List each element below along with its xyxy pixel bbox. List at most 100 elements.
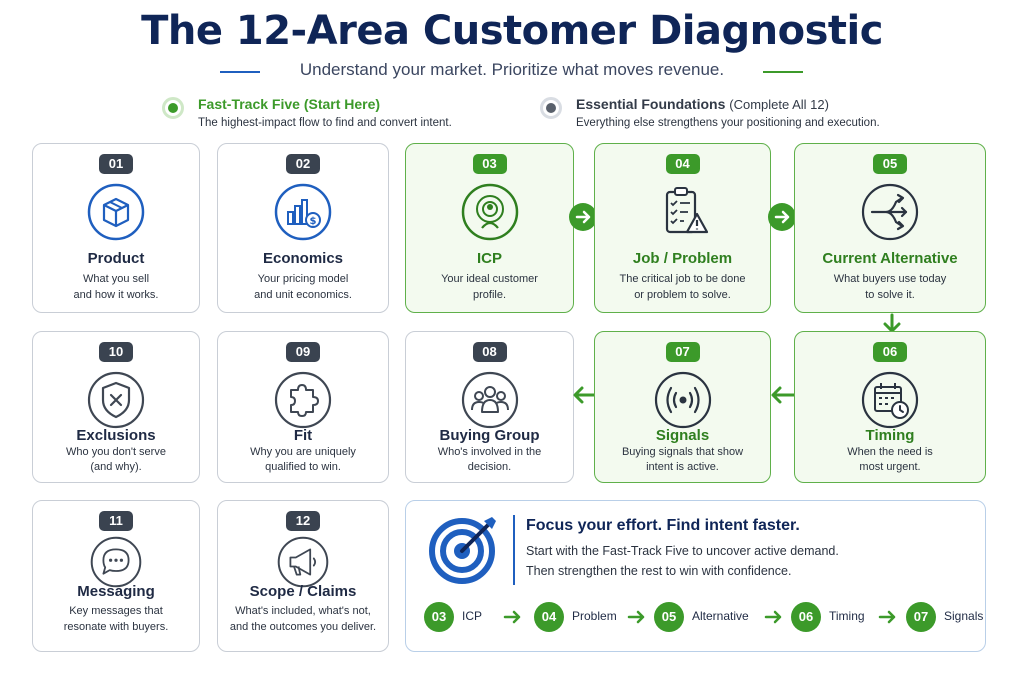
- flow-step-number: 03: [424, 602, 454, 632]
- card-number-badge: 11: [99, 511, 133, 531]
- card-signals[interactable]: 07 Signals Buying signals that show inte…: [594, 331, 771, 483]
- fast-track-flow: 03 ICP 04 Problem 05 Alternative 06 Timi…: [424, 601, 984, 633]
- card-description-line-2: decision.: [467, 461, 512, 473]
- legend-foundations-title-main: Essential Foundations: [576, 96, 726, 112]
- card-description-line-1: What you sell: [82, 273, 150, 285]
- card-number-badge: 08: [472, 342, 507, 362]
- card-description-line-1: Your pricing model: [257, 273, 349, 285]
- card-exclusions[interactable]: 10 Exclusions Who you don't serve (and w…: [32, 331, 200, 483]
- card-number-badge: 10: [99, 342, 133, 362]
- subtitle: Understand your market. Prioritize what …: [299, 60, 725, 79]
- bullseye-target-icon: [429, 517, 496, 584]
- card-description-line-2: profile.: [472, 289, 507, 301]
- flow-step-number: 05: [654, 602, 684, 632]
- card-job-problem[interactable]: 04 Job / Problem The critical job to be …: [594, 143, 771, 313]
- card-current-alternative[interactable]: 05 Current Alternative What buyers use t…: [794, 143, 986, 313]
- card-description-line-1: Why you are uniquely: [250, 446, 356, 458]
- card-description-line-1: The critical job to be done: [619, 273, 746, 285]
- card-title: ICP: [476, 250, 502, 267]
- flow-arrow-left-icon: [771, 386, 796, 404]
- card-timing[interactable]: 06 Timing When the need is most urgent.: [794, 331, 986, 483]
- card-description-line-2: most urgent.: [859, 461, 921, 473]
- foundations-dot-icon: [540, 97, 562, 119]
- fast-track-dot-icon: [162, 97, 184, 119]
- card-description-line-2: (and why).: [90, 461, 142, 473]
- card-description-line-1: When the need is: [847, 446, 933, 458]
- card-number-badge: 12: [286, 511, 320, 531]
- card-description-line-2: or problem to solve.: [634, 289, 731, 301]
- flow-step-label: Problem: [572, 609, 617, 623]
- group-icon: [461, 371, 518, 429]
- card-description-line-2: qualified to win.: [265, 461, 341, 473]
- box-icon: [87, 183, 145, 241]
- target-person-icon: [461, 183, 518, 241]
- focus-title: Focus your effort. Find intent faster.: [526, 517, 800, 534]
- svg-text:$: $: [310, 216, 317, 227]
- calendar-clock-icon: [861, 371, 919, 429]
- page-title: The 12-Area Customer Diagnostic: [141, 8, 883, 54]
- clipboard-warning-icon: [665, 187, 708, 234]
- split-arrows-icon: [861, 183, 919, 241]
- subtitle-row: Understand your market. Prioritize what …: [0, 60, 1024, 84]
- card-description-line-1: Key messages that: [69, 605, 163, 617]
- flow-step-label: Alternative: [692, 609, 749, 623]
- card-number-badge: 09: [286, 342, 320, 362]
- card-description-line-1: What's included, what's not,: [235, 605, 371, 617]
- card-messaging[interactable]: 11 Messaging Key messages that resonate …: [32, 500, 200, 652]
- card-description-line-2: and the outcomes you deliver.: [229, 621, 377, 633]
- card-description-line-1: What buyers use today: [833, 273, 947, 285]
- card-economics[interactable]: 02 $ Economics Your pricing model and un…: [217, 143, 389, 313]
- legend-foundations-title-note: (Complete All 12): [729, 97, 829, 112]
- flow-step-label: Signals: [944, 609, 984, 623]
- card-title: Messaging: [77, 583, 155, 600]
- flow-step-number: 04: [534, 602, 564, 632]
- flow-step-label: Timing: [829, 609, 865, 623]
- card-title: Economics: [262, 250, 344, 267]
- flow-arrow-right-icon: [627, 610, 645, 624]
- card-description-line-2: and how it works.: [73, 289, 159, 301]
- card-title: Product: [87, 250, 145, 267]
- card-number-badge: 01: [99, 154, 133, 174]
- legend-fast-track-desc: The highest-impact flow to find and conv…: [198, 117, 452, 129]
- bar-chart-dollar-icon: $: [274, 183, 332, 241]
- card-description-line-1: Who's involved in the: [437, 446, 542, 458]
- flow-arrow-right-icon: [764, 610, 782, 624]
- card-title: Exclusions: [76, 427, 156, 444]
- puzzle-icon: [274, 371, 332, 429]
- card-number-badge: 06: [873, 342, 907, 362]
- card-number-badge: 07: [665, 342, 700, 362]
- card-number-badge: 03: [472, 154, 507, 174]
- card-title: Timing: [865, 427, 915, 444]
- flow-arrow-left-icon: [573, 386, 596, 404]
- flow-arrow-right-icon: [878, 610, 896, 624]
- legend-foundations-desc: Everything else strengthens your positio…: [576, 117, 880, 129]
- card-product[interactable]: 01 Product What you sell and how it work…: [32, 143, 200, 313]
- card-icp[interactable]: 03 ICP Your ideal customer profile.: [405, 143, 574, 313]
- legend-foundations-title: Essential Foundations (Complete All 12): [576, 96, 829, 112]
- flow-step-number: 07: [906, 602, 936, 632]
- card-description-line-1: Buying signals that show: [621, 446, 744, 458]
- flow-step-label: ICP: [462, 609, 483, 623]
- focus-line-2: Then strengthen the rest to win with con…: [526, 564, 792, 578]
- card-description-line-2: and unit economics.: [254, 289, 352, 301]
- card-scope-claims[interactable]: 12 Scope / Claims What's included, what'…: [217, 500, 389, 652]
- flow-arrow-right-icon: [768, 203, 796, 231]
- card-title: Scope / Claims: [249, 583, 357, 600]
- card-description-line-1: Who you don't serve: [66, 446, 166, 458]
- card-buying-group[interactable]: 08 Buying Group Who's involved in the de…: [405, 331, 574, 483]
- card-title: Job / Problem: [632, 250, 733, 267]
- card-title: Fit: [293, 427, 313, 444]
- card-title: Buying Group: [439, 427, 540, 444]
- card-title: Current Alternative: [822, 250, 958, 267]
- card-description-line-2: to solve it.: [865, 289, 915, 301]
- focus-divider: [513, 515, 515, 585]
- card-number-badge: 02: [286, 154, 320, 174]
- flow-arrow-right-icon: [503, 610, 521, 624]
- chat-bubble-icon: [90, 536, 142, 588]
- megaphone-icon: [277, 536, 329, 588]
- card-title: Signals: [655, 427, 710, 444]
- shield-x-icon: [87, 371, 145, 429]
- card-fit[interactable]: 09 Fit Why you are uniquely qualified to…: [217, 331, 389, 483]
- broadcast-icon: [654, 371, 711, 429]
- card-description-line-1: Your ideal customer: [441, 273, 538, 285]
